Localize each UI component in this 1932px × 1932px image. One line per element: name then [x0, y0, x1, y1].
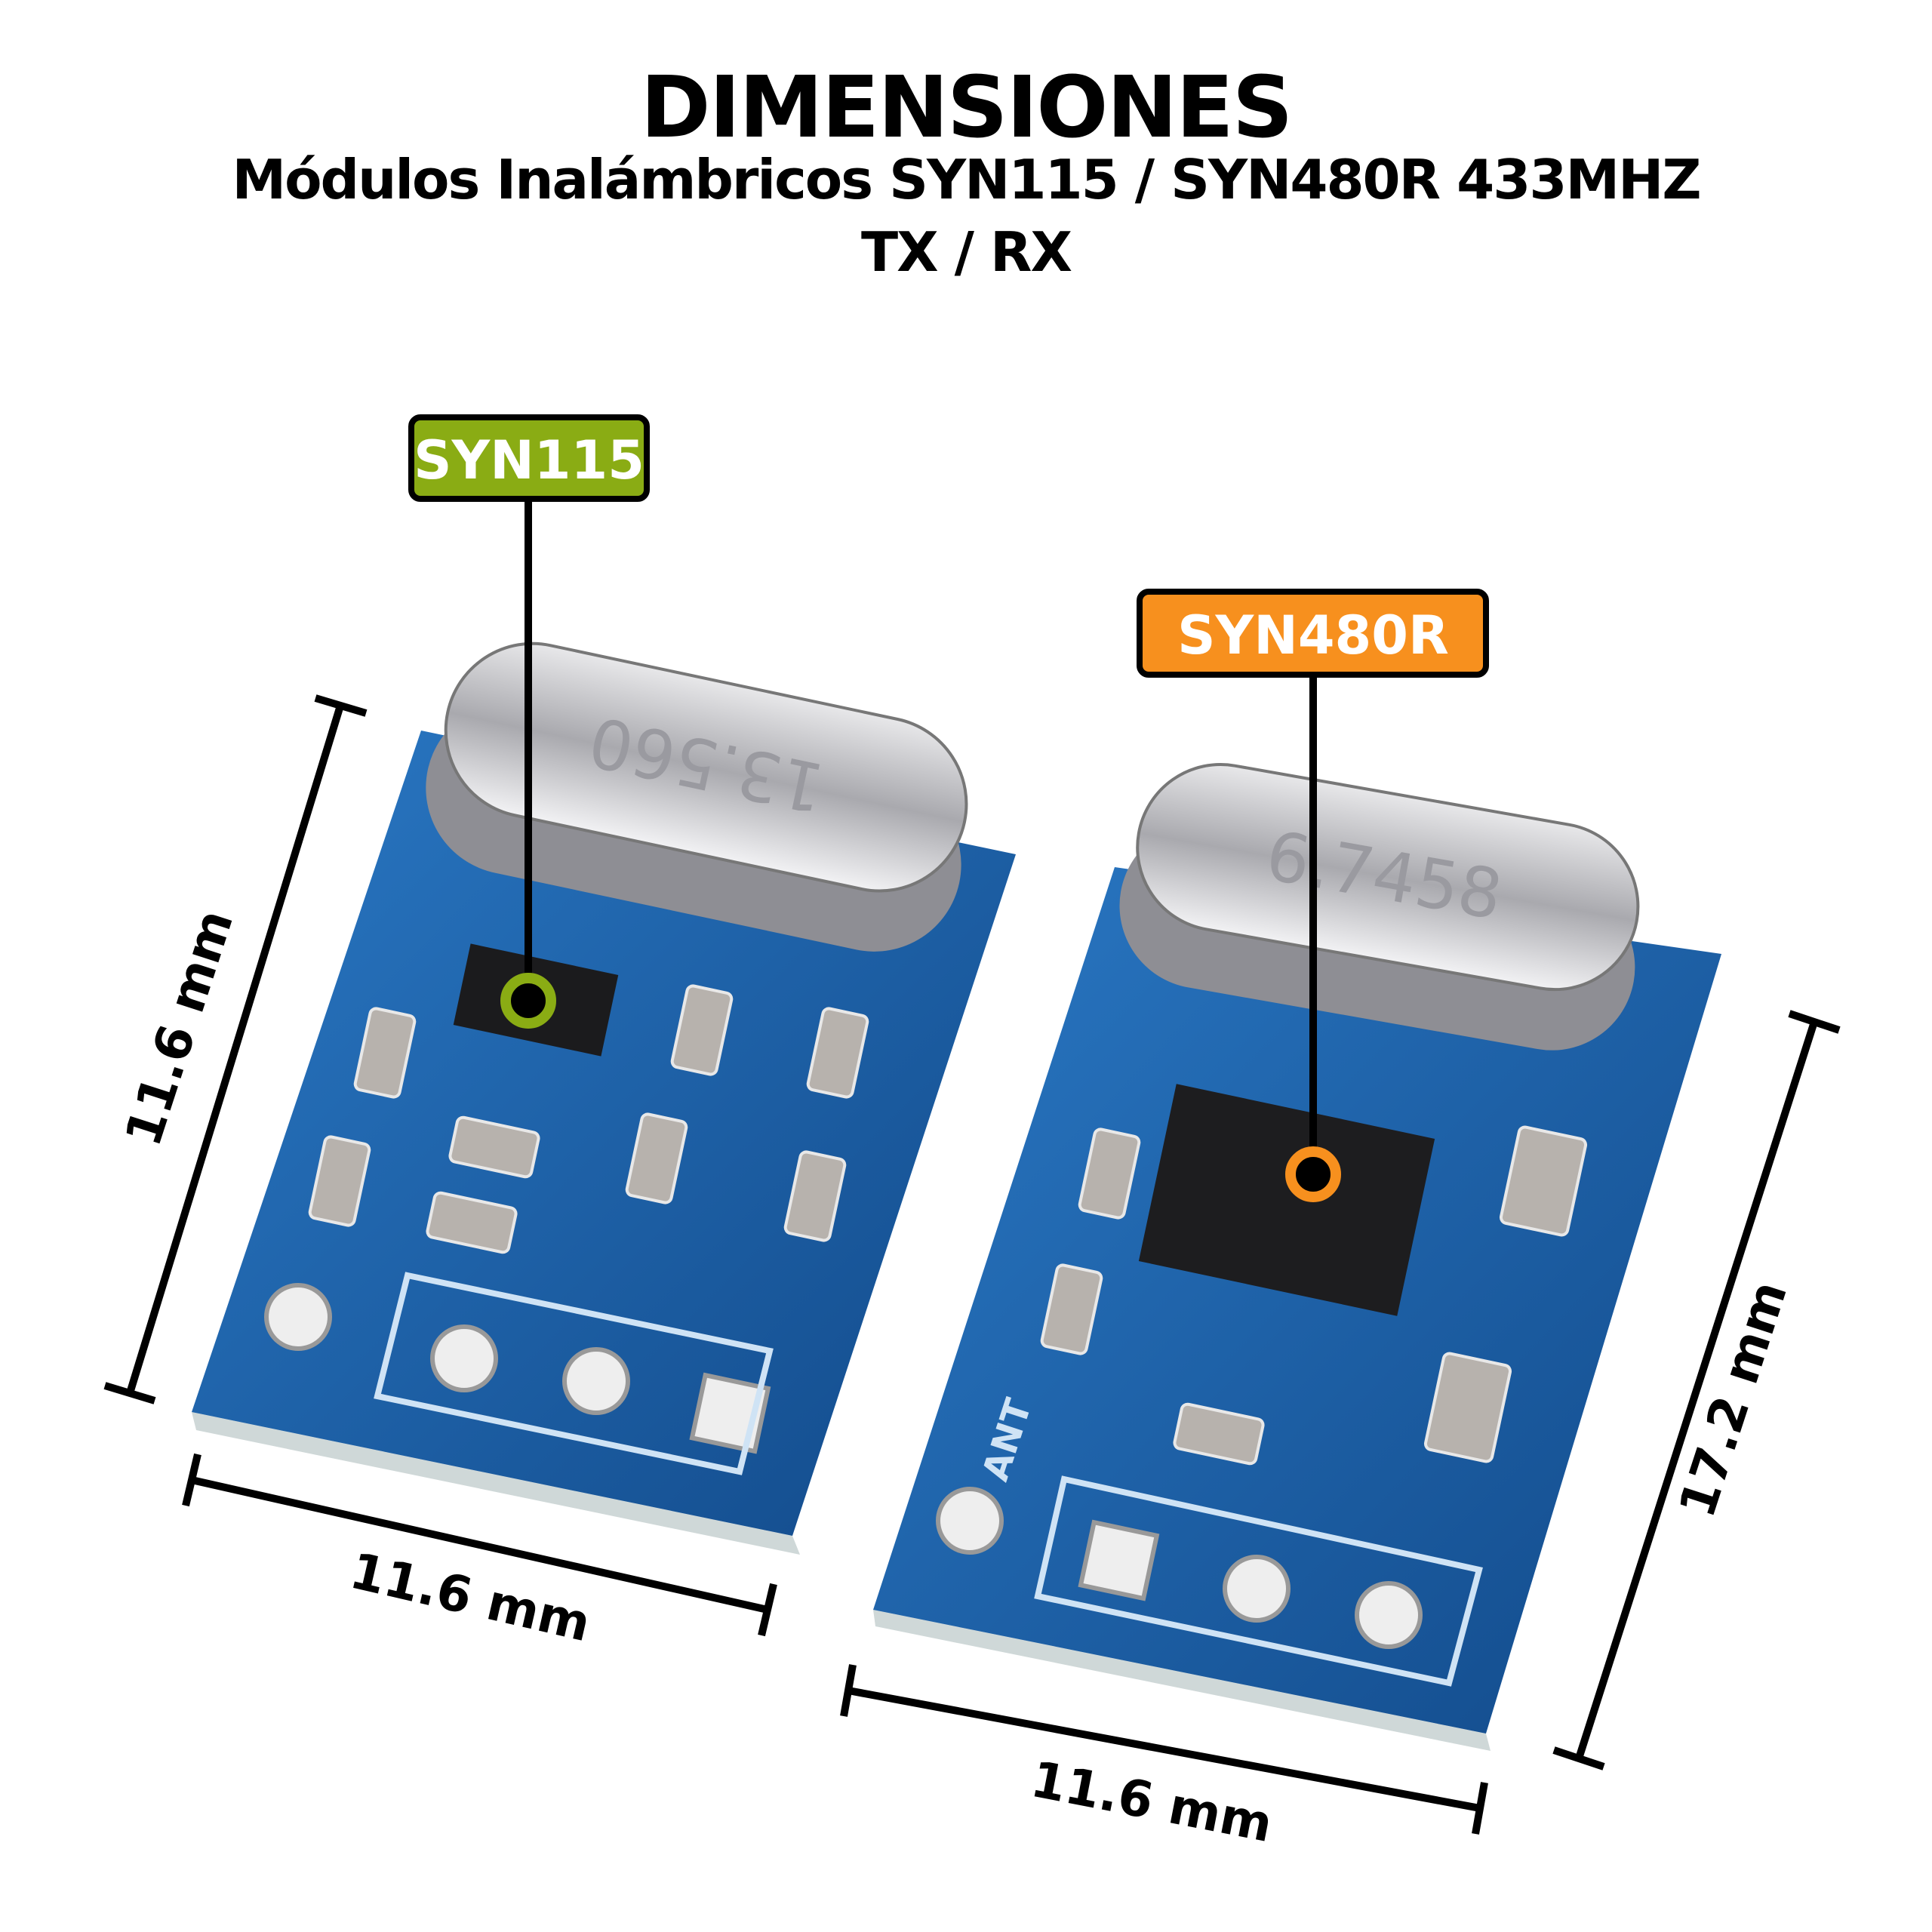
syn480r-crystal: 6.7458 [1119, 763, 1640, 1051]
syn480r-height-label: 17.2 mm [1668, 1274, 1798, 1524]
syn115-height-label: 11.6 mm [114, 903, 245, 1152]
syn115-module: 13.560 [192, 641, 1016, 1555]
syn115-callout: SYN115 [408, 414, 650, 1029]
syn115-label: SYN115 [414, 429, 645, 491]
page-subtitle: Módulos Inalámbricos SYN115 / SYN480R 43… [232, 148, 1701, 211]
syn115-width-label: 11.6 mm [345, 1542, 595, 1654]
syn115-marker-dot [500, 973, 556, 1029]
syn480r-module: 6.7458 ANT [873, 763, 1721, 1751]
syn480r-chip [1138, 1084, 1435, 1316]
dimension-lines [103, 694, 1841, 1835]
page-title: DIMENSIONES [640, 59, 1294, 157]
syn480r-marker-dot [1285, 1146, 1341, 1202]
syn480r-callout: SYN480R [1137, 589, 1489, 1202]
page-subtitle-2: TX / RX [860, 220, 1072, 284]
syn480r-label: SYN480R [1177, 605, 1449, 666]
syn115-crystal: 13.560 [426, 641, 968, 952]
syn480r-pcb [873, 867, 1721, 1734]
